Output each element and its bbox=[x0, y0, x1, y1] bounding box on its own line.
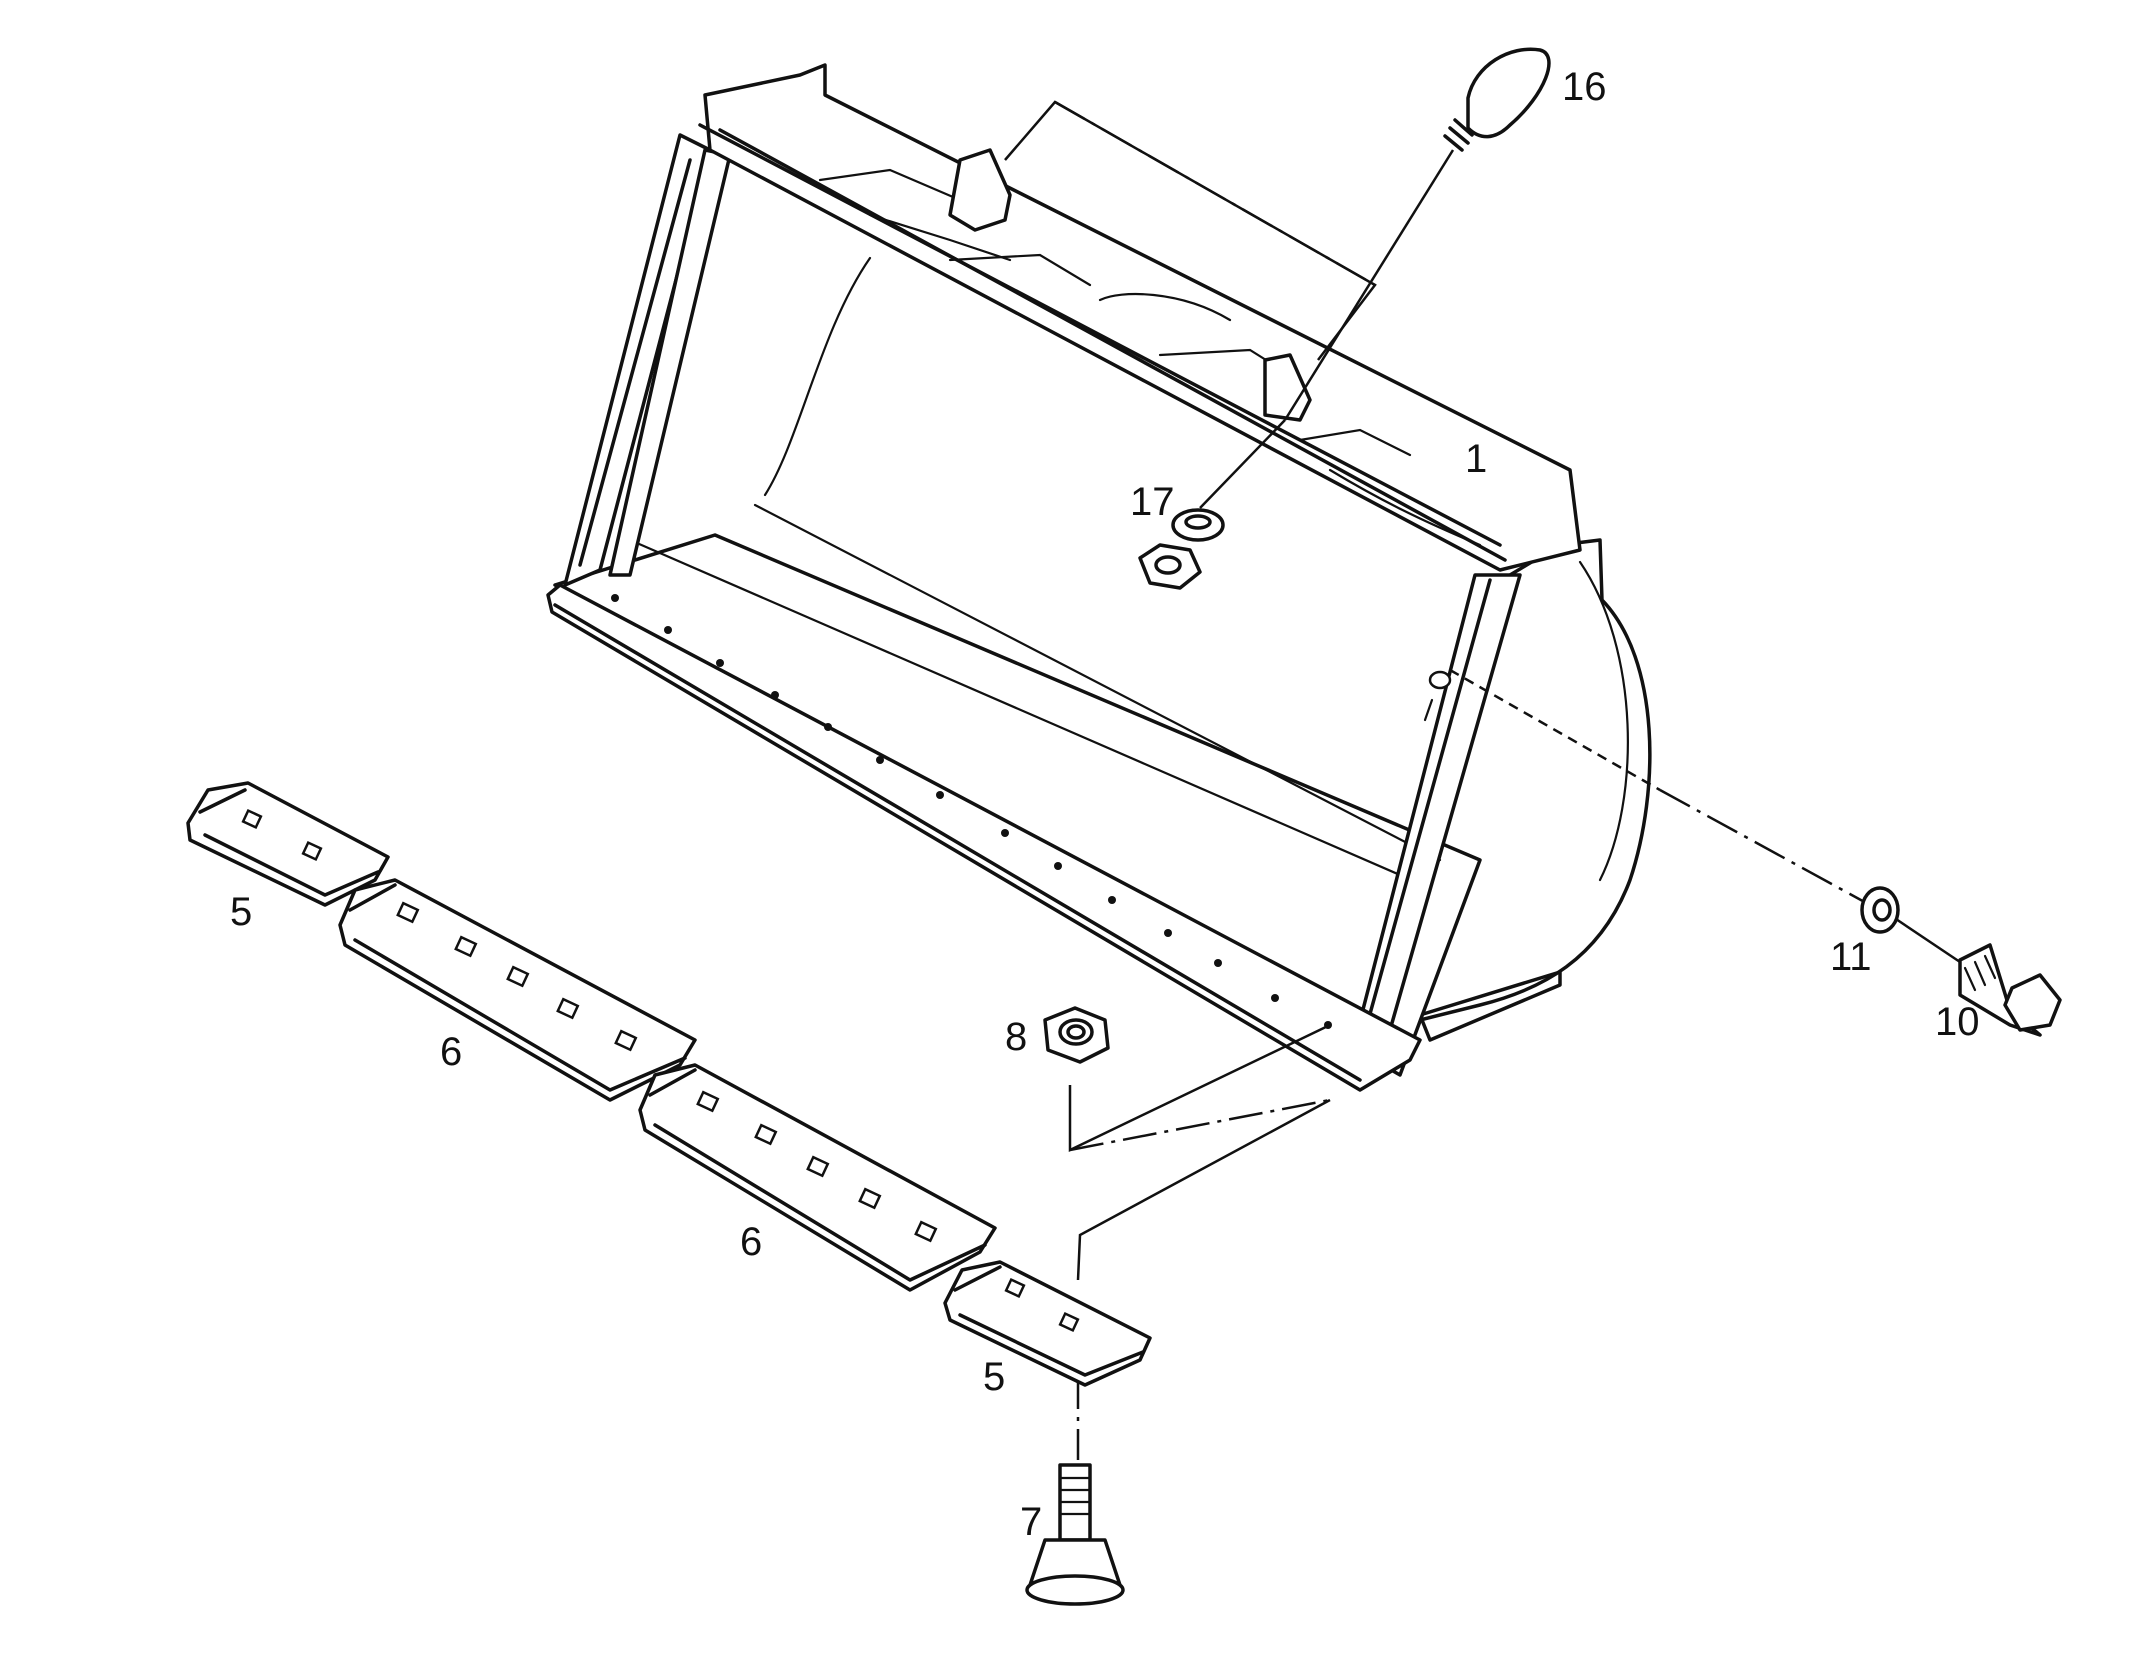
callout-16: 16 bbox=[1562, 65, 1607, 109]
bucket-tooth-cap bbox=[1443, 47, 1551, 152]
washer-11 bbox=[1860, 886, 1900, 934]
cutting-edge-end-right bbox=[943, 1260, 1152, 1387]
hex-bolt-10 bbox=[1958, 943, 2062, 1037]
callout-1: 1 bbox=[1465, 437, 1487, 481]
callout-labels: 1 16 17 11 10 8 5 6 6 5 7 bbox=[230, 65, 1980, 1544]
cutting-edge-end-left bbox=[186, 781, 390, 907]
cutting-edge-segment-1 bbox=[338, 878, 697, 1102]
assembly-leader-lines bbox=[1004, 100, 1961, 1460]
callout-5-left: 5 bbox=[230, 890, 252, 934]
callout-5-right: 5 bbox=[983, 1355, 1005, 1399]
plow-bolt-7 bbox=[1025, 1463, 1125, 1606]
washer-and-nut-17 bbox=[1138, 508, 1225, 590]
bucket-body bbox=[546, 63, 1652, 1092]
callout-8: 8 bbox=[1005, 1015, 1027, 1059]
callout-11: 11 bbox=[1830, 935, 1872, 979]
callout-6-second: 6 bbox=[740, 1220, 762, 1264]
callout-6-first: 6 bbox=[440, 1030, 462, 1074]
callout-7: 7 bbox=[1020, 1500, 1042, 1544]
hex-nut-8 bbox=[1043, 1006, 1110, 1064]
cutting-edge-segment-2 bbox=[638, 1063, 997, 1292]
callout-10: 10 bbox=[1935, 1000, 1980, 1044]
callout-17: 17 bbox=[1130, 480, 1175, 524]
